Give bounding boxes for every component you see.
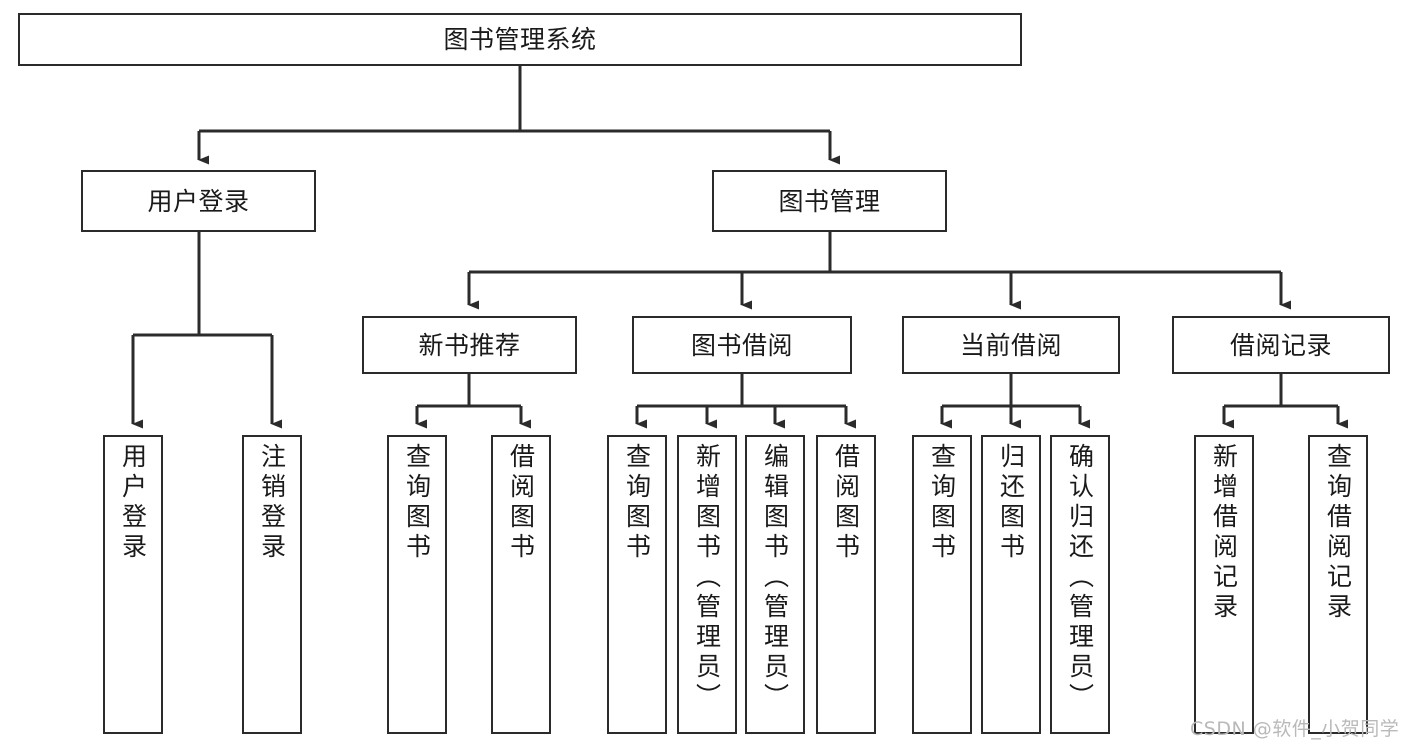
node-root[interactable]: 图书管理系统 bbox=[18, 13, 1022, 66]
node-leaf-borrow-book-1-label: 借阅图书 bbox=[506, 443, 536, 563]
node-user-login[interactable]: 用户登录 bbox=[81, 170, 316, 232]
node-new-book-recommend[interactable]: 新书推荐 bbox=[362, 316, 577, 374]
node-leaf-query-borrow-record-label: 查询借阅记录 bbox=[1323, 443, 1353, 623]
node-leaf-user-logout[interactable]: 注销登录 bbox=[242, 435, 302, 734]
node-leaf-return-book[interactable]: 归还图书 bbox=[981, 435, 1041, 734]
node-leaf-confirm-return-admin-label: 确认归还（管理员） bbox=[1065, 443, 1095, 713]
node-borrow-record[interactable]: 借阅记录 bbox=[1172, 316, 1390, 374]
node-leaf-query-book-2[interactable]: 查询图书 bbox=[607, 435, 667, 734]
node-leaf-query-book-2-label: 查询图书 bbox=[622, 443, 652, 563]
node-leaf-borrow-book-1[interactable]: 借阅图书 bbox=[491, 435, 551, 734]
node-root-label: 图书管理系统 bbox=[443, 25, 597, 54]
node-leaf-query-book-3-label: 查询图书 bbox=[927, 443, 957, 563]
node-user-login-label: 用户登录 bbox=[147, 186, 250, 216]
node-leaf-query-book-3[interactable]: 查询图书 bbox=[912, 435, 972, 734]
node-book-borrow-label: 图书借阅 bbox=[690, 330, 793, 360]
node-leaf-query-borrow-record[interactable]: 查询借阅记录 bbox=[1308, 435, 1368, 734]
node-new-book-recommend-label: 新书推荐 bbox=[418, 330, 521, 360]
node-current-borrow-label: 当前借阅 bbox=[959, 330, 1062, 360]
node-leaf-add-book-admin[interactable]: 新增图书（管理员） bbox=[677, 435, 737, 734]
node-leaf-borrow-book-2[interactable]: 借阅图书 bbox=[816, 435, 876, 734]
node-leaf-add-book-admin-label: 新增图书（管理员） bbox=[692, 443, 722, 713]
node-current-borrow[interactable]: 当前借阅 bbox=[902, 316, 1120, 374]
node-book-manage-label: 图书管理 bbox=[778, 186, 881, 216]
node-book-manage[interactable]: 图书管理 bbox=[712, 170, 947, 232]
node-leaf-borrow-book-2-label: 借阅图书 bbox=[831, 443, 861, 563]
node-borrow-record-label: 借阅记录 bbox=[1229, 330, 1332, 360]
node-leaf-query-book-1-label: 查询图书 bbox=[402, 443, 432, 563]
node-leaf-user-login[interactable]: 用户登录 bbox=[103, 435, 163, 734]
node-leaf-add-borrow-record-label: 新增借阅记录 bbox=[1209, 443, 1239, 623]
node-book-borrow[interactable]: 图书借阅 bbox=[632, 316, 852, 374]
node-leaf-edit-book-admin[interactable]: 编辑图书（管理员） bbox=[745, 435, 805, 734]
node-leaf-query-book-1[interactable]: 查询图书 bbox=[387, 435, 447, 734]
node-leaf-user-login-label: 用户登录 bbox=[118, 443, 148, 563]
node-leaf-edit-book-admin-label: 编辑图书（管理员） bbox=[760, 443, 790, 713]
node-leaf-confirm-return-admin[interactable]: 确认归还（管理员） bbox=[1050, 435, 1110, 734]
node-leaf-user-logout-label: 注销登录 bbox=[257, 443, 287, 563]
node-leaf-add-borrow-record[interactable]: 新增借阅记录 bbox=[1194, 435, 1254, 734]
node-leaf-return-book-label: 归还图书 bbox=[996, 443, 1026, 563]
